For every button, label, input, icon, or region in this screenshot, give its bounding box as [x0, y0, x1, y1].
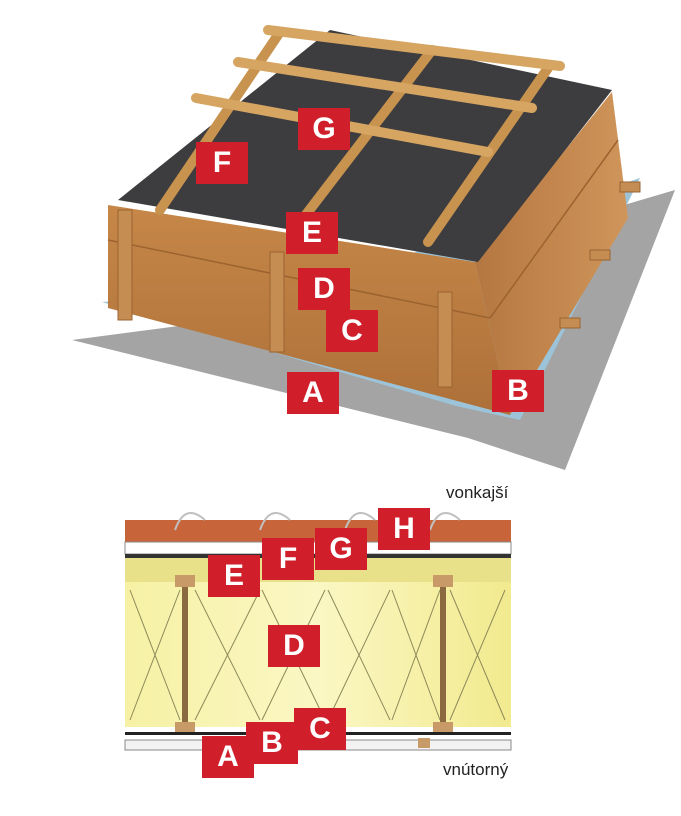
- rafter-cap: [433, 722, 453, 732]
- iso-label-g: G: [298, 108, 350, 150]
- wood-fibre-front-face: [108, 205, 510, 415]
- isometric-roof-model: [72, 25, 675, 470]
- rafter: [440, 575, 446, 730]
- section-label-g: G: [315, 528, 367, 570]
- rafter: [182, 575, 188, 730]
- top-membrane: [118, 30, 612, 262]
- iso-label-f: F: [196, 142, 248, 184]
- section-label-e: E: [208, 555, 260, 597]
- section-label-c: C: [294, 708, 346, 750]
- iso-label-a: A: [287, 372, 339, 414]
- iso-label-d: D: [298, 268, 350, 310]
- insulation-hatch: [129, 589, 506, 721]
- outside-label: vonkajší: [446, 483, 509, 502]
- rafter-cap: [433, 575, 453, 587]
- tile-hooks: [174, 511, 461, 531]
- inner-batten: [418, 738, 430, 748]
- section-label-a: A: [202, 736, 254, 778]
- section-label-b: B: [246, 722, 298, 764]
- rafter-stubs: [117, 181, 641, 388]
- iso-label-e: E: [286, 212, 338, 254]
- iso-label-c: C: [326, 310, 378, 352]
- section-label-d: D: [268, 625, 320, 667]
- iso-label-b: B: [492, 370, 544, 412]
- section-label-h: H: [378, 508, 430, 550]
- inside-label: vnútorný: [443, 760, 509, 779]
- rafter-cap: [175, 575, 195, 587]
- wood-fibre-side-face: [475, 92, 628, 415]
- rafter-cap: [175, 722, 195, 732]
- section-label-f: F: [262, 538, 314, 580]
- board-joint-line: [489, 139, 619, 319]
